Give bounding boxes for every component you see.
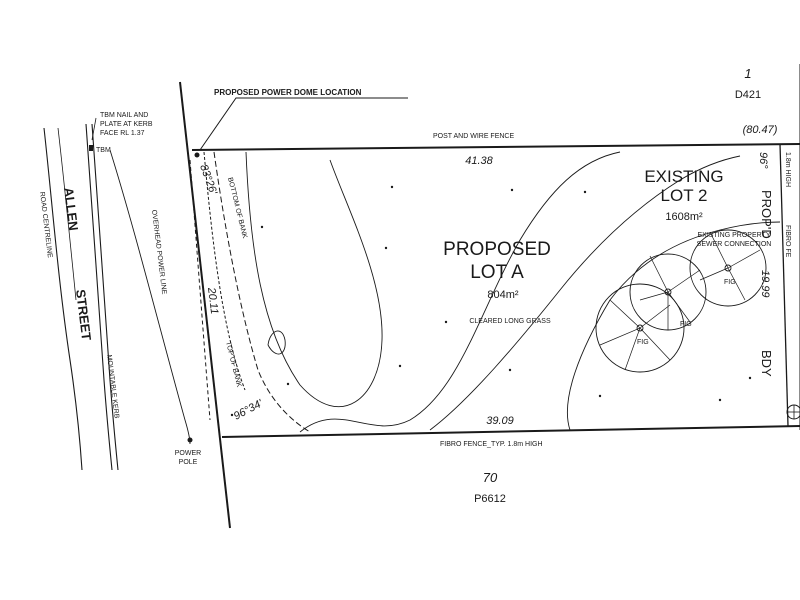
top-of-bank-label: TOP OF BANK — [224, 341, 242, 388]
fig-tree-label-1: FIG — [680, 321, 692, 328]
west-boundary — [179, 81, 231, 529]
existing-lot-name: LOT 2 — [661, 186, 708, 205]
proposed-lot-heading: PROPOSED — [443, 239, 551, 260]
lot1-dp-number: D421 — [735, 89, 761, 101]
post-wire-fence-label: POST AND WIRE FENCE — [433, 133, 514, 140]
angle-sw: 96°34' — [232, 397, 266, 423]
boundary-label: BDY — [759, 350, 774, 377]
tbm-marker-label: TBM — [96, 147, 111, 154]
sewer-connection-line1: EXISTING PROPERTY — [698, 232, 771, 239]
lot2-area: 1608m² — [665, 211, 703, 223]
top-of-bank-line — [203, 151, 246, 391]
angle-nw: 83°26' — [197, 163, 219, 197]
spot-points — [230, 185, 752, 417]
north-boundary-total: (80.47) — [743, 124, 778, 136]
power-pole-marker — [187, 437, 193, 443]
power-pole-label-line2: POLE — [179, 459, 198, 466]
overhead-power-line-label: OVERHEAD POWER LINE — [150, 209, 167, 295]
angle-ne: 96° — [757, 152, 769, 169]
south-boundary-dimension: 39.09 — [486, 415, 514, 427]
tbm-marker-symbol — [89, 145, 93, 151]
lot70-number: 70 — [483, 470, 498, 485]
fig-tree-cluster — [595, 229, 767, 373]
north-boundary-dimension: 41.38 — [465, 155, 493, 167]
overhead-power-line — [109, 149, 191, 445]
bottom-of-bank-label: BOTTOM OF BANK — [226, 177, 248, 240]
bottom-of-bank-line — [213, 151, 311, 433]
proposed-lot-name: LOT A — [470, 262, 524, 283]
power-dome-label: PROPOSED POWER DOME LOCATION — [214, 88, 362, 97]
power-pole-label-line1: POWER — [175, 450, 201, 457]
proposed-boundary-label: PROP'D — [759, 190, 774, 239]
tbm-leader — [91, 117, 97, 141]
east-boundary-dimension: 19.99 — [759, 270, 771, 298]
tbm-note-line1: TBM NAIL AND — [100, 112, 148, 119]
tbm-note-line3: FACE RL 1.37 — [100, 130, 145, 137]
street-name-word2: STREET — [73, 289, 94, 342]
side-fence-label: FIBRO FE — [784, 225, 791, 258]
mountable-kerb-label: MOUNTABLE KERB — [105, 354, 120, 419]
lot-a-area: 804m² — [487, 289, 519, 301]
tbm-note-line2: PLATE AT KERB — [100, 121, 153, 128]
east-service-symbol — [786, 404, 800, 420]
sewer-connection-line2: SEWER CONNECTION — [697, 241, 772, 248]
existing-lot-heading: EXISTING — [644, 167, 723, 186]
lot70-dp-number: P6612 — [474, 493, 506, 505]
power-dome-leader — [199, 97, 408, 151]
allen-street-road — [43, 123, 119, 471]
west-boundary-dimension: 20.11 — [205, 286, 220, 315]
road-centreline-label: ROAD CENTRELINE — [38, 191, 53, 258]
lot1-number: 1 — [744, 66, 751, 81]
side-fence-height-label: 1.8m HIGH — [784, 152, 791, 187]
cleared-grass-label: CLEARED LONG GRASS — [469, 318, 551, 325]
power-dome-marker — [194, 152, 200, 158]
fibro-fence-label: FIBRO FENCE_TYP. 1.8m HIGH — [440, 441, 543, 448]
fig-tree-label-3: FIG — [637, 339, 649, 346]
contour-lines — [245, 151, 781, 433]
street-name-word1: ALLEN — [61, 187, 81, 232]
fig-tree-label-2: FIG — [724, 279, 736, 286]
lot-boundaries — [191, 64, 800, 438]
